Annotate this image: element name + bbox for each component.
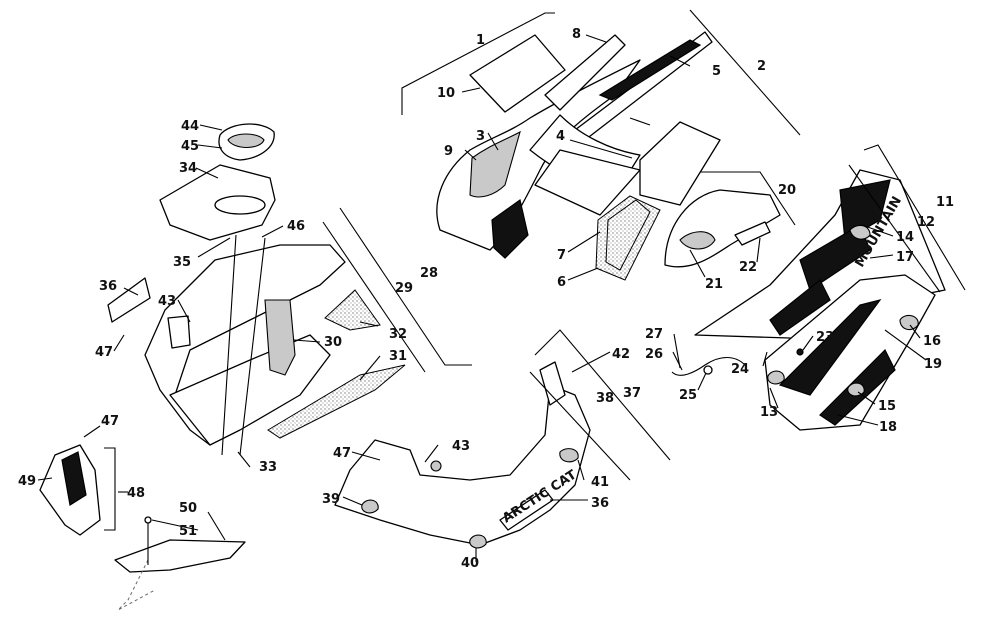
callout-47b: 47 [333, 446, 351, 461]
callout-34: 34 [179, 161, 197, 176]
callout-5: 5 [712, 64, 721, 79]
callout-41: 41 [591, 475, 609, 490]
callout-19: 19 [924, 357, 942, 372]
callout-17: 17 [896, 250, 914, 265]
callout-43b: 43 [452, 439, 470, 454]
callout-8: 8 [572, 27, 581, 42]
callout-6: 6 [557, 275, 566, 290]
callout-30: 30 [324, 335, 342, 350]
callout-1: 1 [476, 33, 485, 48]
callout-31: 31 [389, 349, 407, 364]
callout-33: 33 [259, 460, 277, 475]
callout-29: 29 [395, 281, 413, 296]
callout-47c: 47 [101, 414, 119, 429]
callout-46: 46 [287, 219, 305, 234]
callout-48: 48 [127, 486, 145, 501]
callout-16: 16 [923, 334, 941, 349]
callout-10: 10 [437, 86, 455, 101]
callout-38: 38 [596, 391, 614, 406]
callout-28: 28 [420, 266, 438, 281]
callout-37: 37 [623, 386, 641, 401]
gauge-pod-assembly [664, 189, 804, 376]
callout-26: 26 [645, 347, 663, 362]
callout-32: 32 [389, 327, 407, 342]
callout-labels: 1 2 3 4 5 6 7 8 9 10 11 12 13 14 15 16 1… [18, 27, 954, 571]
callout-15: 15 [878, 399, 896, 414]
lower-bracket-assembly [39, 444, 246, 611]
callout-7: 7 [557, 248, 566, 263]
leader-lines [37, 9, 966, 562]
callout-13: 13 [760, 405, 778, 420]
callout-27: 27 [645, 327, 663, 342]
callout-14: 14 [896, 230, 914, 245]
callout-51: 51 [179, 524, 197, 539]
callout-44: 44 [181, 119, 199, 134]
callout-36b: 36 [591, 496, 609, 511]
callout-47a: 47 [95, 345, 113, 360]
callout-18: 18 [879, 420, 897, 435]
callout-35: 35 [173, 255, 191, 270]
callout-42: 42 [612, 347, 630, 362]
callout-4: 4 [556, 129, 565, 144]
callout-11: 11 [936, 195, 954, 210]
console-assembly [107, 123, 406, 456]
callout-12: 12 [917, 215, 935, 230]
callout-3: 3 [476, 129, 485, 144]
callout-25: 25 [679, 388, 697, 403]
callout-50: 50 [179, 501, 197, 516]
callout-21: 21 [705, 277, 723, 292]
callout-22: 22 [739, 260, 757, 275]
callout-39: 39 [322, 492, 340, 507]
callout-24: 24 [731, 362, 749, 377]
callout-40: 40 [461, 556, 479, 571]
callout-23: 23 [816, 330, 834, 345]
callout-36a: 36 [99, 279, 117, 294]
callout-49: 49 [18, 474, 36, 489]
callout-2: 2 [757, 59, 766, 74]
callout-45: 45 [181, 139, 199, 154]
callout-43a: 43 [158, 294, 176, 309]
windshield-assembly [436, 31, 721, 281]
callout-20: 20 [778, 183, 796, 198]
callout-9: 9 [444, 144, 453, 159]
